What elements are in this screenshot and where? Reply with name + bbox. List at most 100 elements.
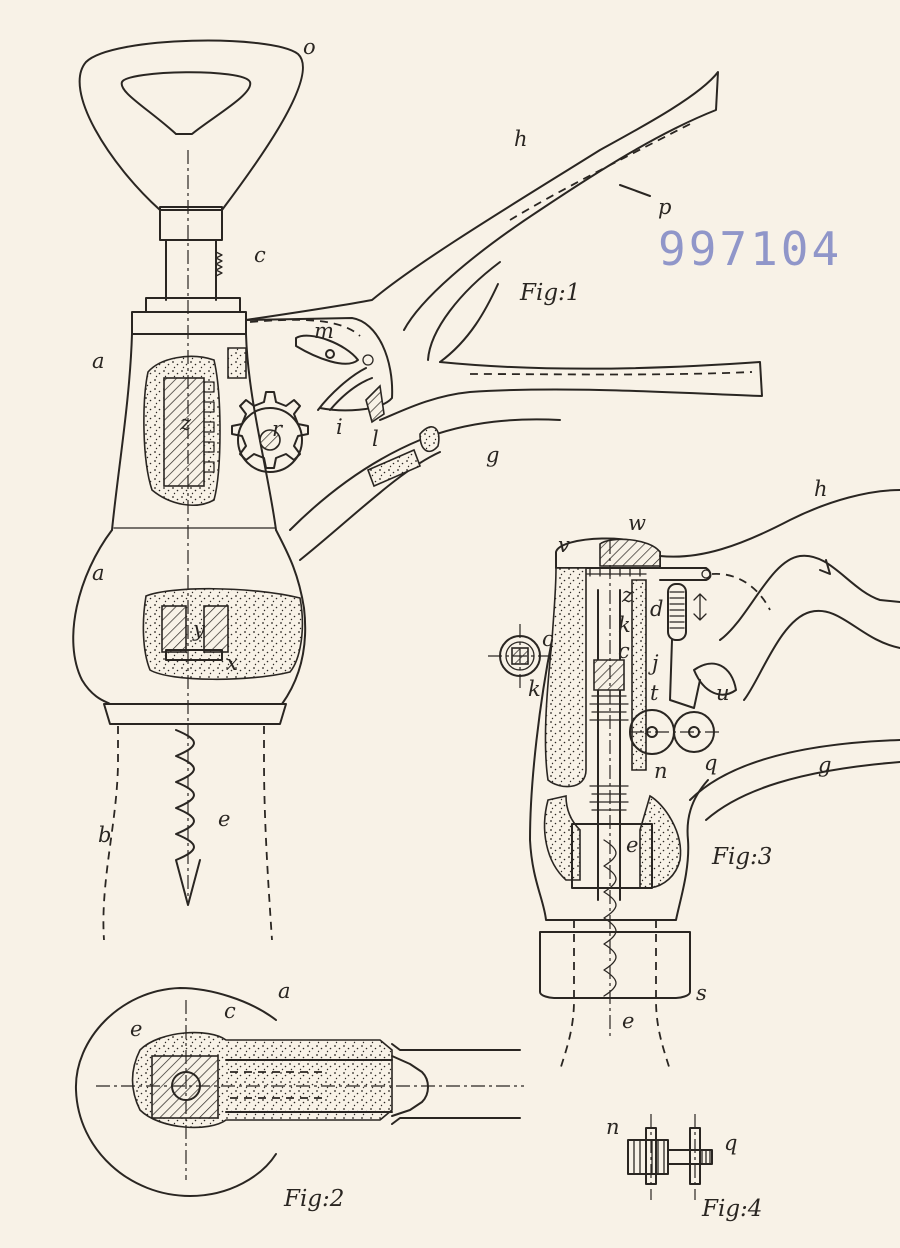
fig3-spring-coils [669,591,685,629]
fig3-label-e-lower: e [622,1009,634,1033]
fig3-base-ring [539,931,691,999]
fig2-caption: Fig:2 [283,1186,344,1212]
figure-2: a c e Fig:2 [74,979,524,1212]
fig3-label-d: d [650,597,663,621]
fig3-spring-housing [667,583,687,641]
fig1-pivot-m [325,349,335,359]
fig1-cap-upper [145,297,241,313]
fig3-label-z: z [621,583,634,607]
fig1-lever-h-outer [245,71,719,331]
fig2-square-shaft [151,1055,219,1119]
fig3-lower-threads [589,785,629,811]
fig1-label-z: z [179,411,192,435]
fig1-catch [365,384,385,424]
fig4-gear-q-teeth [701,1149,711,1165]
fig1-handle-opening [120,71,252,135]
fig3-label-n: n [654,759,668,783]
fig3-label-u: u [716,681,730,705]
fig4-caption: Fig:4 [701,1196,762,1222]
fig3-link-pivot [701,569,711,579]
fig1-label-p: p [658,195,671,219]
fig3-worm [603,839,617,997]
fig1-label-x: x [226,651,238,675]
fig3-lever-g-curve [719,554,900,701]
fig2-hidden-slot [230,1071,322,1099]
fig1-label-l: l [372,427,379,451]
fig3-label-t: t [650,681,659,705]
fig3-bulb-right [639,794,682,889]
fig3-label-s: s [696,981,707,1005]
fig1-spring [317,367,373,411]
fig1-pivot-l [362,354,374,366]
fig1-lever-tongue [439,283,499,363]
fig3-label-w: w [628,511,646,535]
fig3-arrow [819,559,831,575]
fig1-pinion-shaft [259,429,281,451]
figure-1: o c h p a a m r i l g z y x e b Fig:1 [72,35,763,941]
fig3-label-h: h [814,477,828,501]
fig1-lever-h-hidden [509,123,691,221]
fig3-label-e-upper: e [626,833,638,857]
fig1-rack-teeth [203,381,215,473]
fig1-handle-outer [78,39,304,211]
fig3-spindle [597,589,621,901]
fig2-arm-tip [391,1055,429,1117]
fig2-lever-edges [391,1043,521,1125]
fig3-label-g: g [818,753,831,777]
fig3-body-outline [529,639,709,921]
fig3-pawl [693,662,737,696]
fig1-label-e: e [218,807,230,831]
fig1-lever-g-upper [379,361,763,421]
fig1-nut-right [203,605,229,653]
fig3-wall-left [544,567,587,788]
fig3-caption: Fig:3 [711,844,772,870]
fig1-nut-base [165,649,223,661]
fig4-label-n: n [606,1115,620,1139]
fig1-cap-lower [131,311,247,335]
fig1-grip-insert [366,448,422,488]
fig3-nut [593,659,625,691]
fig1-label-i: i [336,415,343,439]
patent-number-stamp: 997104 [658,222,843,276]
fig3-bulb-left [543,795,581,881]
fig1-label-a-upper: a [92,349,105,373]
fig3-bottle-neck [559,920,671,1071]
fig1-hinge-blob [419,426,440,453]
fig2-label-e: e [130,1017,142,1041]
fig2-label-c: c [224,999,236,1023]
fig4-label-q: q [724,1131,737,1155]
fig3-lever-g-lower [689,739,900,821]
fig3-lever-hidden [711,573,771,611]
fig1-pawl [295,334,359,365]
fig1-pinion-gear [231,391,309,469]
fig1-label-r: r [272,417,284,441]
fig1-label-o: o [303,35,316,59]
fig2-label-a: a [278,979,291,1003]
fig2-outer-arc [74,987,277,1197]
fig3-link-top [659,567,712,581]
fig1-lever-g-hidden [469,371,753,376]
fig1-label-a-lower: a [92,561,105,585]
fig1-housing-hidden [249,318,361,337]
fig1-arrow-p [619,184,651,197]
fig3-lever-h [659,489,900,558]
fig3-label-q: q [704,751,717,775]
fig1-nut-left [161,605,187,653]
fig1-label-b: b [98,823,111,847]
fig1-collar [159,206,223,241]
fig1-label-g: g [486,443,499,467]
detail-label-k: k [528,677,541,701]
fig1-caption: Fig:1 [519,280,580,306]
fig3-label-v: v [558,533,570,557]
fig1-lever-housing [245,317,394,412]
fig3-motion-arrow [693,593,707,621]
fig1-base-ring [103,703,287,725]
fig1-bottle-outline [102,726,273,941]
fig1-body-upper [111,333,277,531]
fig2-arm-edges [225,1059,393,1113]
fig4-gear-n-teeth [633,1139,665,1175]
figure-3: h v w z k c d j t u n q g e e s Fig:3 [529,477,900,1071]
figure-4: n q Fig:4 [606,1114,762,1222]
fig3-label-j: j [648,651,659,675]
